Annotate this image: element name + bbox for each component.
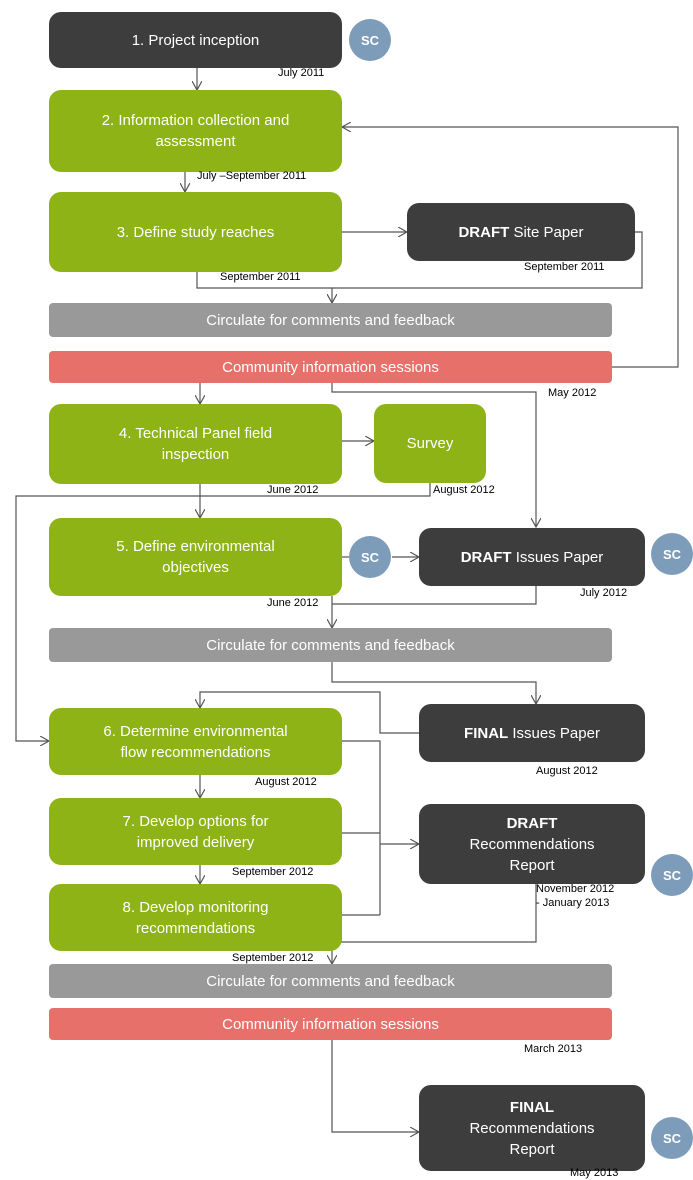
date-label: July 2012: [580, 587, 628, 599]
doc-title: Site Paper: [513, 223, 584, 241]
arrow-4-to-6: [15, 495, 200, 741]
step-label: assessment: [155, 133, 236, 150]
date-label: June 2012: [267, 484, 319, 496]
sc-label: SC: [662, 867, 682, 883]
step-label: improved delivery: [136, 833, 255, 851]
step-label: inspection: [161, 446, 230, 463]
step-survey: Survey: [374, 404, 486, 483]
step-determine-flow-recommendations: 6. Determine environmental flow recommen…: [49, 708, 342, 775]
doc-status: DRAFT: [460, 548, 512, 566]
step-label: 3. Define study reaches: [116, 223, 275, 241]
sc-badge: SC: [651, 854, 693, 896]
step-develop-delivery-options: 7. Develop options for improved delivery: [49, 798, 342, 865]
doc-status: FINAL: [464, 724, 509, 742]
arrow-issues-to-circulate: [332, 586, 537, 605]
step-define-study-reaches: 3. Define study reaches: [49, 192, 342, 272]
arrow-circulate-to-final: [331, 662, 536, 704]
date-label: July –September 2011: [197, 170, 307, 182]
step-label: Survey: [406, 435, 454, 452]
bar-label: Circulate for comments and feedback: [206, 311, 455, 329]
step-label: 4. Technical Panel field: [118, 425, 273, 442]
doc-draft-recommendations-report: DRAFT Recommendations Report: [419, 804, 645, 884]
date-label: June 2012: [267, 597, 319, 609]
sc-label: SC: [662, 1130, 682, 1146]
doc-title: Recommendations: [469, 1119, 595, 1137]
step-project-inception: 1. Project inception: [49, 12, 342, 68]
date-label: September 2011: [220, 271, 301, 283]
bar-label: Community information sessions: [222, 358, 439, 376]
date-label: March 2013: [524, 1043, 583, 1055]
arrow-community-to-2: [342, 127, 679, 368]
circulate-feedback-bar: Circulate for comments and feedback: [49, 964, 612, 998]
doc-draft-site-paper: DRAFT Site Paper: [407, 203, 635, 261]
sc-badge: SC: [651, 533, 693, 575]
doc-final-recommendations-report: FINAL Recommendations Report: [419, 1085, 645, 1171]
date-label: September 2012: [232, 866, 314, 878]
step-label: objectives: [162, 559, 229, 576]
arrow-community-to-final-rec: [331, 1040, 419, 1132]
doc-title: Report: [509, 856, 555, 874]
step-information-collection: 2. Information collection and assessment: [49, 90, 342, 172]
doc-draft-issues-paper: DRAFT Issues Paper: [419, 528, 645, 586]
arrow-3-to-circulate: [196, 272, 332, 303]
arrow-survey-to-5: [200, 483, 431, 497]
bar-label: Community information sessions: [222, 1015, 439, 1033]
sc-label: SC: [360, 549, 380, 565]
sc-badge: SC: [651, 1117, 693, 1159]
doc-title: Issues Paper: [515, 548, 604, 566]
step-define-environmental-objectives: 5. Define environmental objectives: [49, 518, 342, 596]
step-label: recommendations: [135, 919, 256, 937]
sc-badge: SC: [349, 536, 391, 578]
arrow-rec-to-circulate: [332, 884, 537, 964]
doc-title: Report: [509, 1140, 555, 1158]
date-label: September 2011: [524, 261, 605, 273]
step-label: 2. Information collection and: [101, 112, 290, 129]
sc-badge: SC: [349, 19, 391, 61]
step-label: flow recommendations: [120, 743, 271, 761]
date-label: May 2013: [570, 1167, 619, 1179]
doc-status: DRAFT: [458, 223, 510, 241]
date-label: November 2012: [536, 883, 615, 895]
date-label: August 2012: [255, 776, 317, 788]
date-label: September 2012: [232, 952, 314, 964]
arrow-community-to-issues: [331, 383, 536, 527]
doc-status: FINAL: [509, 1098, 555, 1116]
community-sessions-bar: Community information sessions: [49, 351, 612, 383]
arrow-site-to-circulate: [332, 231, 643, 289]
date-label: May 2012: [548, 387, 597, 399]
date-label: July 2011: [278, 67, 325, 79]
step-label: 1. Project inception: [131, 31, 260, 49]
doc-status: DRAFT: [506, 814, 558, 832]
doc-title: Recommendations: [469, 835, 595, 853]
arrow-final-to-6: [200, 691, 419, 734]
bar-label: Circulate for comments and feedback: [206, 972, 455, 990]
sc-label: SC: [360, 32, 380, 48]
step-label: 7. Develop options for: [122, 812, 269, 830]
sc-label: SC: [662, 546, 682, 562]
date-label: August 2012: [433, 484, 495, 496]
step-develop-monitoring: 8. Develop monitoring recommendations: [49, 884, 342, 951]
doc-final-issues-paper: FINAL Issues Paper: [419, 704, 645, 762]
circulate-feedback-bar: Circulate for comments and feedback: [49, 303, 612, 337]
step-label: 5. Define environmental: [116, 538, 275, 555]
doc-title: Issues Paper: [512, 724, 600, 742]
step-label: 6. Determine environmental: [103, 722, 288, 740]
arrow-6-to-rec: [342, 740, 381, 915]
community-sessions-bar: Community information sessions: [49, 1008, 612, 1040]
circulate-feedback-bar: Circulate for comments and feedback: [49, 628, 612, 662]
step-label: 8. Develop monitoring: [122, 898, 269, 916]
step-technical-panel-inspection: 4. Technical Panel field inspection: [49, 404, 342, 484]
date-label: - January 2013: [536, 897, 610, 909]
bar-label: Circulate for comments and feedback: [206, 636, 455, 654]
date-label: August 2012: [536, 765, 598, 777]
